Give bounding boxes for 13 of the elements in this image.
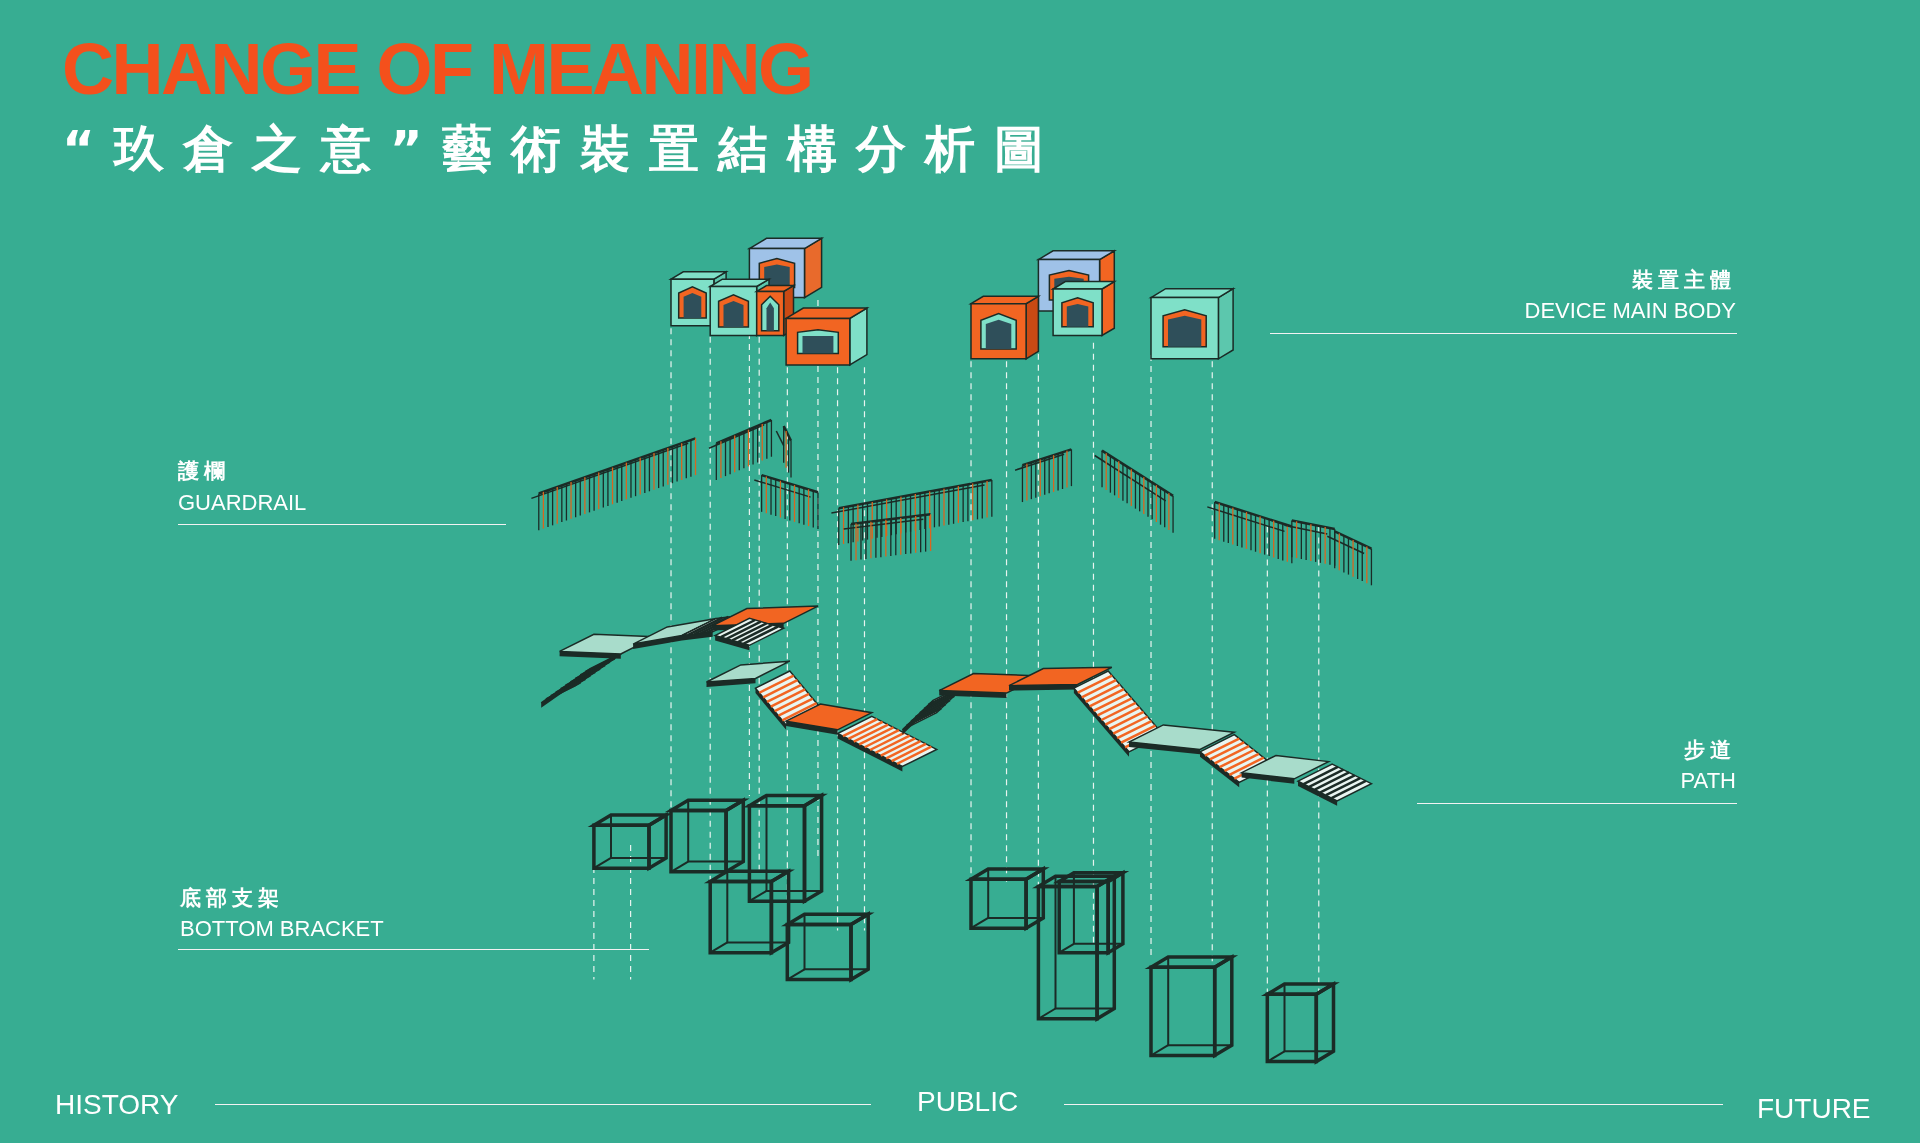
subtitle: “玖倉之意”藝術裝置結構分析圖 xyxy=(62,119,1063,180)
section-label-chinese: 步道 xyxy=(1684,737,1736,763)
section-label-chinese: 裝置主體 xyxy=(1632,267,1736,293)
timeline-label: HISTORY xyxy=(55,1089,179,1121)
section-label: DEVICE MAIN BODY xyxy=(1524,298,1736,324)
timeline-label: PUBLIC xyxy=(917,1086,1019,1118)
timeline-label: FUTURE xyxy=(1757,1093,1871,1125)
title: CHANGE OF MEANING xyxy=(62,28,812,110)
section-label: GUARDRAIL xyxy=(178,490,307,516)
section-label-chinese: 護欄 xyxy=(178,458,230,484)
section-label: PATH xyxy=(1680,768,1736,794)
section-label: BOTTOM BRACKET xyxy=(180,916,384,942)
section-label-chinese: 底部支架 xyxy=(180,885,284,911)
